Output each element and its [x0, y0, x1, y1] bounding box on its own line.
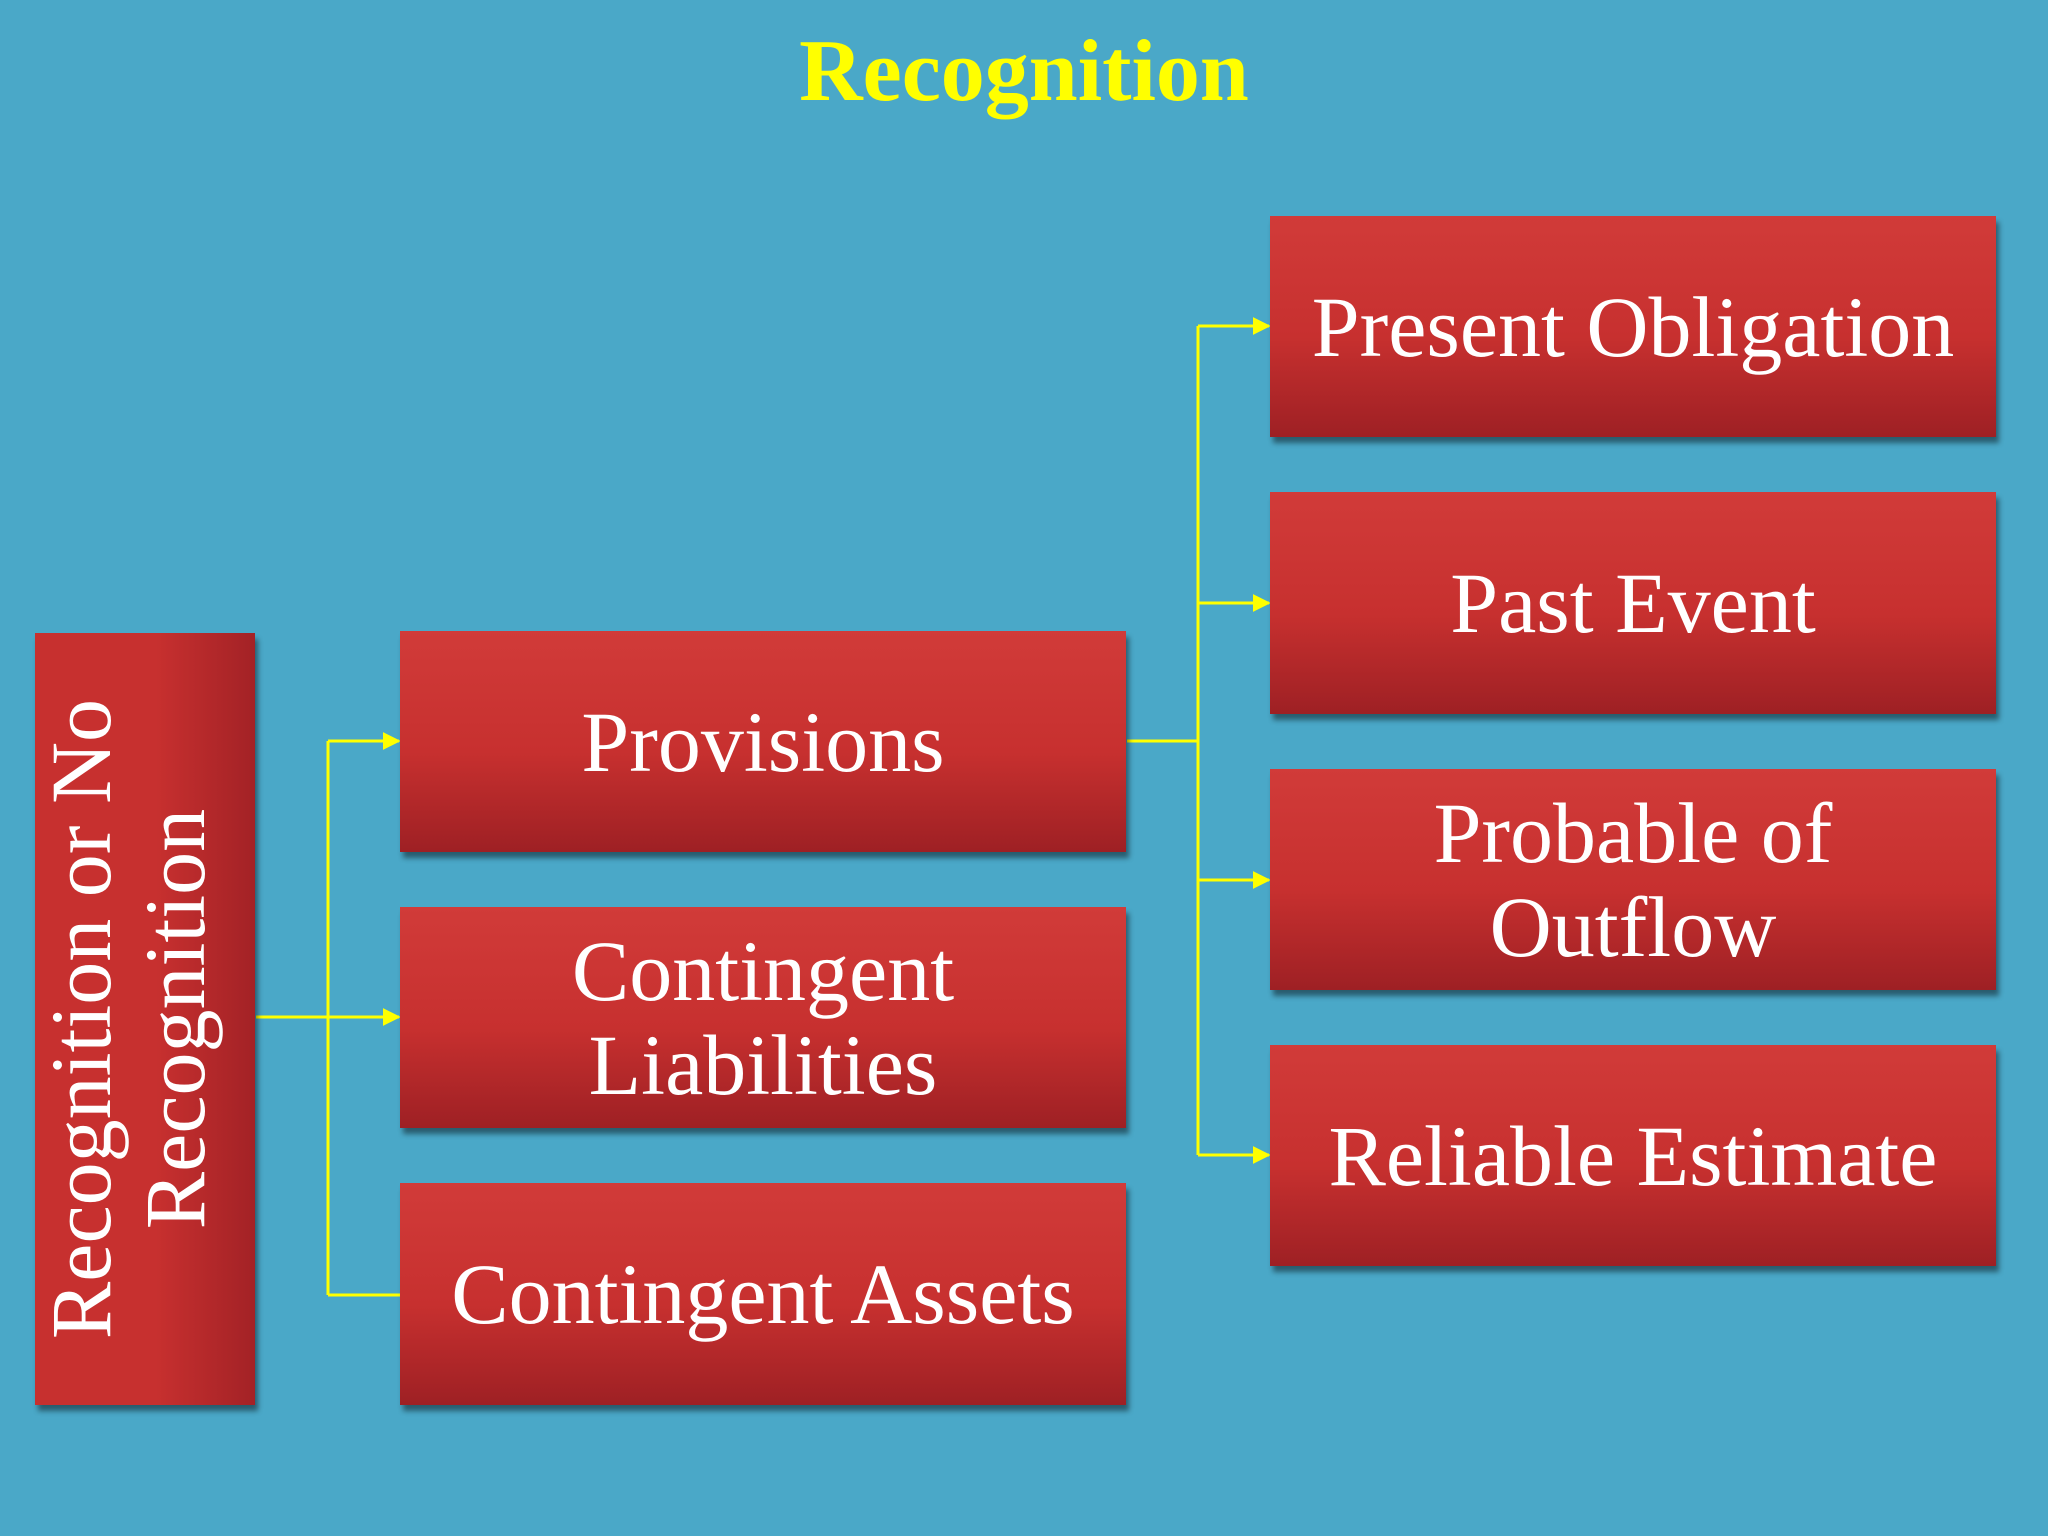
root-node-box	[35, 633, 255, 1405]
node-past-event-label: Past Event	[1450, 555, 1816, 651]
node-contingent-liabilities-line2: Liabilities	[588, 1016, 938, 1113]
root-node-label-line2: Recognition	[127, 808, 223, 1230]
root-node-label-line1: Recognition or No	[33, 698, 129, 1340]
node-reliable-estimate: Reliable Estimate	[1270, 1045, 1996, 1266]
node-provisions-label: Provisions	[581, 693, 945, 790]
node-provisions: Provisions	[400, 631, 1126, 852]
node-contingent-liabilities-line1: Contingent	[571, 922, 955, 1019]
node-present-obligation: Present Obligation	[1270, 216, 1996, 437]
root-node-label: Recognition or No Recognition	[18, 633, 238, 1405]
slide-title: Recognition	[799, 23, 1249, 120]
node-reliable-estimate-label: Reliable Estimate	[1328, 1107, 1938, 1204]
node-probable-of-outflow: Probable of Outflow	[1270, 769, 1996, 990]
node-probable-of-outflow-line2: Outflow	[1489, 878, 1777, 975]
node-contingent-assets: Contingent Assets	[400, 1183, 1126, 1405]
node-probable-of-outflow-line1: Probable of	[1433, 784, 1833, 881]
node-contingent-liabilities: Contingent Liabilities	[400, 907, 1126, 1128]
node-contingent-assets-label: Contingent Assets	[451, 1246, 1075, 1342]
node-present-obligation-label: Present Obligation	[1311, 278, 1955, 375]
node-past-event: Past Event	[1270, 492, 1996, 714]
